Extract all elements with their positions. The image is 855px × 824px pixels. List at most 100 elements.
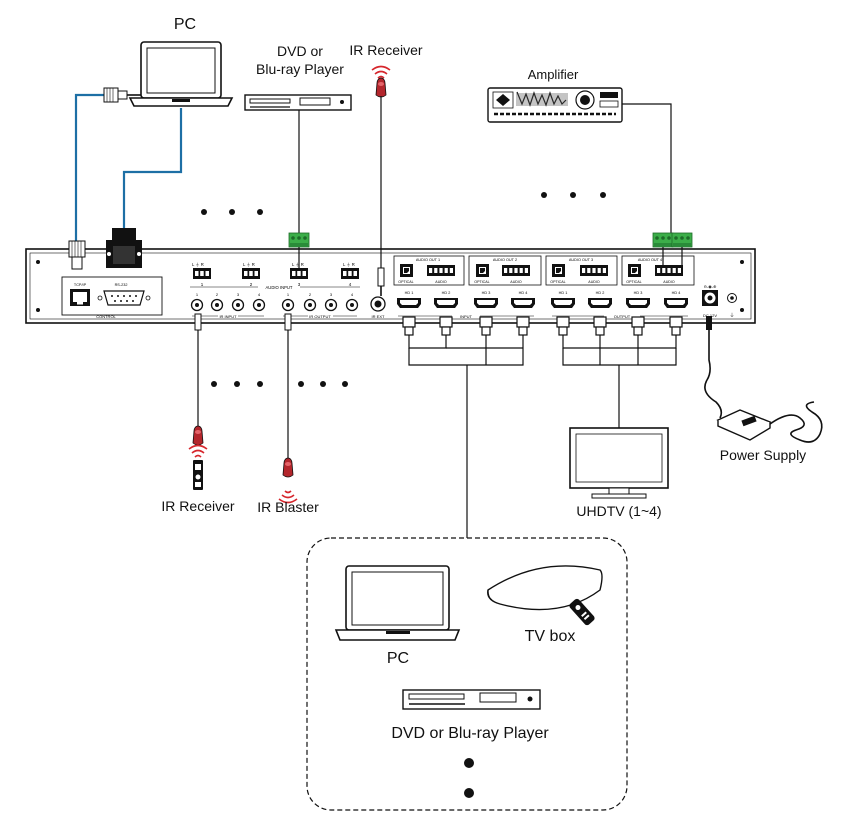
dc-label: DC 12V (703, 313, 717, 318)
svg-text:HD 4: HD 4 (672, 291, 681, 295)
svg-text:HD 1: HD 1 (405, 291, 414, 295)
matrix-switcher (25, 248, 756, 324)
svg-text:4: 4 (258, 292, 261, 297)
audio-out-box-4 (621, 255, 695, 286)
ir-receiver-top-eye (375, 77, 387, 98)
laptop-bottom (334, 565, 461, 641)
svg-text:HD 1: HD 1 (559, 291, 568, 295)
audio-out-terminal-2[interactable] (502, 265, 530, 276)
svg-text:HD 4: HD 4 (519, 291, 528, 295)
ir-input-jack-1[interactable] (190, 298, 204, 312)
svg-text:OPTICAL: OPTICAL (398, 280, 413, 284)
audio-out-terminal-4[interactable] (655, 265, 683, 276)
svg-text:2: 2 (216, 292, 219, 297)
ir-input-jack-2[interactable] (210, 298, 224, 312)
hdmi-input-4[interactable] (511, 298, 535, 308)
audio-out-terminal-1[interactable] (427, 265, 455, 276)
ir-input-label: IR INPUT (219, 314, 237, 319)
hdmi-output-3[interactable] (626, 298, 650, 308)
svg-text:OPTICAL: OPTICAL (474, 280, 489, 284)
svg-text:AUDIO: AUDIO (435, 280, 447, 284)
hdmi-input-2[interactable] (434, 298, 458, 308)
svg-text:AUDIO OUT 4: AUDIO OUT 4 (638, 258, 662, 262)
optical-out-3[interactable] (552, 264, 565, 277)
uhdtv (569, 427, 669, 499)
audio-input-terminal-1[interactable] (193, 268, 211, 279)
svg-text:AUDIO OUT 1: AUDIO OUT 1 (416, 258, 440, 262)
optical-out-2[interactable] (476, 264, 489, 277)
power-supply (704, 316, 823, 443)
hdmi-input-cables (402, 316, 530, 538)
hdmi-input-label: INPUT (460, 314, 473, 319)
ethernet-connector-device (68, 240, 86, 270)
dvd-player-top (244, 94, 352, 111)
svg-text:HD 2: HD 2 (442, 291, 451, 295)
hdmi-input-3[interactable] (474, 298, 498, 308)
audio-input-section: L ⏚ R L ⏚ R L ⏚ R L ⏚ R 1 2 3 4 AUDIO IN… (190, 262, 360, 290)
svg-text:3: 3 (330, 292, 333, 297)
optical-out-1[interactable] (400, 264, 413, 277)
audio-out-box-1 (393, 255, 465, 286)
svg-text:3: 3 (237, 292, 240, 297)
ir-output-jack-3[interactable] (324, 298, 338, 312)
ir-output-jack-1[interactable] (281, 298, 295, 312)
ir-receiver-top-label: IR Receiver (349, 42, 423, 58)
hdmi-output-2[interactable] (588, 298, 612, 308)
tcpip-label: TCP/IP (74, 283, 87, 287)
control-label: CONTROL (96, 314, 116, 319)
ir-receiver-bottom-label: IR Receiver (161, 498, 235, 514)
dvd-top-label-line1: DVD or (277, 43, 323, 59)
ellipsis-dots (201, 192, 606, 387)
audio-in-lr-4: L ⏚ R (343, 262, 355, 267)
more-dot-2 (464, 788, 474, 798)
rj45-port[interactable] (70, 289, 90, 306)
ir-input-jack-4[interactable] (252, 298, 266, 312)
svg-text:HD 3: HD 3 (634, 291, 643, 295)
ir-jacks-section: 1 2 3 4 1 2 3 4 IR INPUT IR OUTPUT IR EX… (190, 292, 386, 319)
control-section: TCP/IP RS-232 CONTROL (61, 276, 163, 319)
optical-out-4[interactable] (628, 264, 641, 277)
hdmi-input-1[interactable] (397, 298, 421, 308)
more-dot-1 (464, 758, 474, 768)
svg-text:AUDIO: AUDIO (510, 280, 522, 284)
rs232-label: RS-232 (115, 283, 128, 287)
svg-text:AUDIO: AUDIO (588, 280, 600, 284)
svg-text:AUDIO OUT 3: AUDIO OUT 3 (569, 258, 593, 262)
ir-receiver-top-wave (371, 65, 391, 79)
audio-input-label: AUDIO INPUT (266, 285, 293, 290)
svg-text:HD 3: HD 3 (482, 291, 491, 295)
svg-text:AUDIO: AUDIO (663, 280, 675, 284)
audio-input-terminal-3[interactable] (290, 268, 308, 279)
ir-output-label: IR OUTPUT (309, 314, 331, 319)
hdmi-output-1[interactable] (551, 298, 575, 308)
hdmi-output-4[interactable] (664, 298, 688, 308)
ir-input-jack-3[interactable] (231, 298, 245, 312)
audio-in-lr-3: L ⏚ R (292, 262, 304, 267)
uhdtv-label: UHDTV (1~4) (576, 503, 662, 519)
hdmi-output-cables (556, 316, 683, 428)
tv-box (487, 565, 603, 626)
audio-in-num-1: 1 (201, 282, 204, 287)
svg-text:⏚: ⏚ (729, 312, 734, 319)
audio-out-terminal-3[interactable] (580, 265, 608, 276)
rs232-port[interactable] (97, 290, 151, 306)
serial-cable (122, 108, 183, 228)
amp-plug-b (671, 232, 693, 248)
audio-input-terminal-4[interactable] (341, 268, 359, 279)
audio-in-lr-1: L ⏚ R (192, 262, 204, 267)
ethernet-connector-pc (103, 87, 141, 103)
ir-ext-label: IR EXT (372, 314, 385, 319)
ir-output-jack-2[interactable] (303, 298, 317, 312)
ir-blaster-label: IR Blaster (257, 499, 319, 515)
ir-output-jack-4[interactable] (345, 298, 359, 312)
dvd-top-label-line2: Blu-ray Player (256, 61, 344, 77)
db9-connector (106, 228, 142, 268)
pc-bottom-label: PC (386, 650, 410, 667)
audio-input-terminal-2[interactable] (242, 268, 260, 279)
laptop-top (128, 41, 234, 107)
dvd-bottom-label: DVD or Blu-ray Player (391, 725, 549, 742)
amp-plug-a (652, 232, 674, 248)
ethernet-cable (74, 93, 104, 241)
